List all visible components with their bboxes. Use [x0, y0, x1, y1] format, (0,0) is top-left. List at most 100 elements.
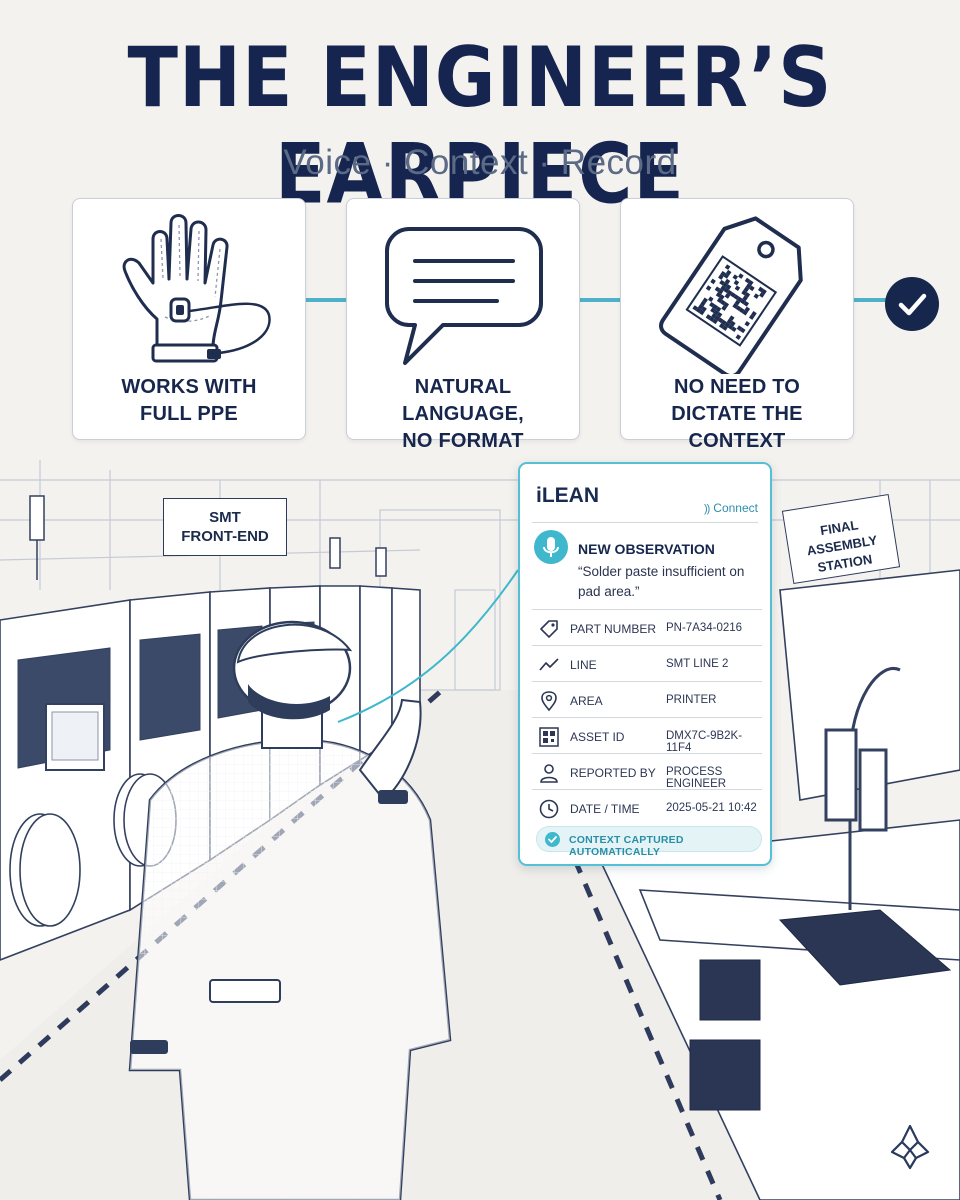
qr-module — [732, 303, 738, 309]
qr-module — [716, 297, 723, 304]
qr-module — [728, 315, 735, 321]
qr-module — [726, 318, 733, 325]
qr-module — [718, 288, 724, 295]
qr-module — [733, 294, 740, 300]
field-value: PROCESS ENGINEER — [666, 766, 727, 790]
qr-module — [722, 282, 729, 288]
qr-code-icon — [539, 727, 559, 747]
qr-module — [761, 288, 767, 295]
qr-module — [718, 274, 724, 280]
qr-module — [743, 286, 750, 293]
feature-label: NO NEED TO DICTATE THE CONTEXT — [671, 376, 803, 452]
qr-module — [710, 278, 716, 285]
qr-module — [738, 273, 744, 279]
field-label: AREA — [570, 694, 603, 708]
qr-module — [740, 327, 746, 334]
tag-icon — [540, 620, 558, 638]
feature-card-ppe: WORKS WITH FULL PPE — [72, 198, 306, 440]
qr-module — [741, 289, 747, 296]
qr-pattern — [692, 264, 767, 340]
qr-module — [699, 309, 705, 316]
qr-module — [731, 326, 737, 333]
qr-module — [742, 309, 748, 316]
signal-icon: )) — [703, 503, 710, 515]
context-status-badge: CONTEXT CAPTURED AUTOMATICALLY — [536, 826, 762, 858]
qr-module — [735, 334, 742, 340]
field-reported-by: REPORTED BY PROCESS ENGINEER — [532, 753, 762, 790]
qr-module — [744, 292, 751, 298]
qr-module — [709, 301, 715, 308]
field-label: REPORTED BY — [570, 766, 656, 780]
completion-badge — [885, 277, 939, 331]
trend-line-icon — [539, 658, 559, 671]
qr-module — [723, 302, 730, 308]
feature-label: NATURAL LANGUAGE, NO FORMAT — [402, 376, 524, 452]
qr-module — [724, 278, 731, 285]
qr-module — [744, 306, 751, 313]
field-label: ASSET ID — [570, 730, 625, 744]
card-connector — [580, 298, 620, 302]
qr-module — [725, 284, 732, 290]
ilean-observation-card: iLEAN ))Connect NEW OBSERVATION “Solder … — [518, 462, 772, 866]
page-subtitle: Voice · Context · Record — [283, 143, 677, 182]
qr-module — [748, 279, 754, 286]
qr-module — [715, 306, 722, 312]
qr-module — [743, 301, 750, 307]
qr-module — [720, 299, 726, 306]
qr-module — [721, 319, 727, 326]
qr-module — [748, 314, 755, 320]
qr-module — [716, 311, 723, 318]
card-connector — [306, 298, 346, 302]
qr-module — [708, 316, 715, 322]
qr-module — [724, 322, 731, 328]
qr-module — [751, 311, 757, 317]
qr-module — [718, 323, 725, 329]
observation-text: “Solder paste insufficient on pad area.” — [578, 564, 745, 599]
feature-card-natural-language: NATURAL LANGUAGE, NO FORMAT — [346, 198, 580, 452]
qr-module — [723, 273, 730, 279]
qr-module — [736, 325, 743, 331]
qr-module — [714, 315, 721, 321]
qr-module — [705, 285, 712, 291]
qr-module — [726, 289, 733, 296]
feature-label: WORKS WITH FULL PPE — [121, 376, 257, 425]
microphone-icon[interactable] — [534, 530, 568, 564]
field-asset-id: ASSET ID DMX7C-9B2K-11F4 — [532, 717, 762, 754]
qr-module — [730, 292, 736, 298]
connect-status[interactable]: ))Connect — [704, 501, 758, 515]
engineer-figure — [128, 620, 452, 1200]
check-circle-icon — [898, 293, 927, 316]
qr-module — [730, 320, 736, 327]
field-date-time: DATE / TIME 2025-05-21 10:42 — [532, 789, 762, 825]
field-label: PART NUMBER — [570, 622, 657, 636]
qr-module — [713, 309, 720, 316]
qr-module — [725, 269, 732, 276]
connect-label: Connect — [713, 501, 758, 515]
qr-module — [697, 304, 704, 310]
qr-module — [739, 307, 745, 314]
location-pin-icon — [541, 691, 557, 712]
qr-module — [734, 285, 741, 291]
field-area: AREA PRINTER — [532, 681, 762, 717]
page-title: THE ENGINEER’S EARPIECE — [127, 30, 833, 223]
qr-module — [707, 296, 714, 302]
field-value: 2025-05-21 10:42 — [666, 802, 757, 814]
field-value: PN-7A34-0216 — [666, 622, 743, 634]
field-line: LINE SMT LINE 2 — [532, 645, 762, 681]
qr-module — [723, 287, 730, 294]
qr-module — [692, 305, 698, 311]
qr-module — [701, 306, 707, 312]
qr-module — [720, 285, 726, 291]
qr-module — [745, 283, 752, 289]
qr-module — [705, 314, 712, 320]
speech-bubble-icon — [385, 227, 543, 365]
brand-logo-icon — [890, 1124, 930, 1170]
person-icon — [540, 764, 558, 783]
qr-module — [715, 292, 722, 298]
qr-module — [695, 307, 702, 313]
ilean-logo: iLEAN — [536, 484, 599, 507]
qr-module — [757, 286, 764, 293]
feature-card-context: NO NEED TO DICTATE THE CONTEXT — [620, 198, 854, 452]
qr-module — [712, 318, 718, 325]
qr-module — [719, 279, 725, 286]
